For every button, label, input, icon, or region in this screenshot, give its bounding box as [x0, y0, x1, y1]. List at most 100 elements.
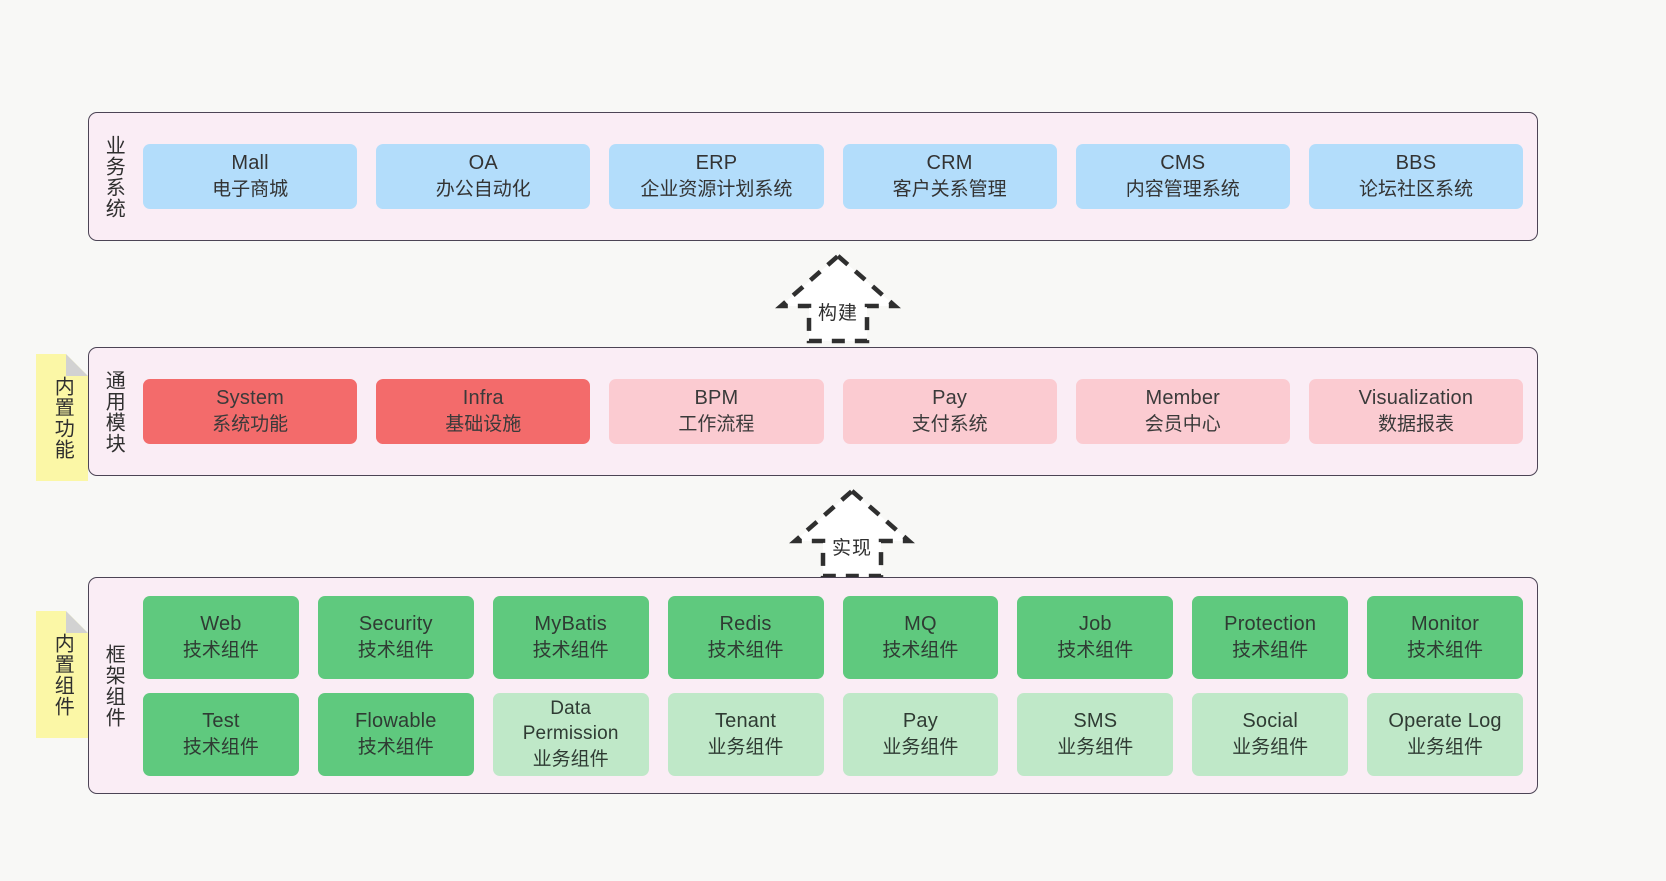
card-subtitle: 技术组件 [707, 639, 784, 661]
card-subtitle: 业务组件 [1232, 736, 1309, 758]
card-flowable[interactable]: Flowable 技术组件 [317, 692, 474, 776]
card-crm[interactable]: CRM 客户关系管理 [842, 144, 1057, 209]
card-subtitle: 内容管理系统 [1125, 179, 1240, 201]
card-subtitle: 业务组件 [707, 736, 784, 758]
card-web[interactable]: Web 技术组件 [143, 595, 299, 679]
note-label: 内置组件 [51, 632, 74, 717]
layer-body-common-modules: System 系统功能 Infra 基础设施 BPM 工作流程 Pay 支付系统… [137, 348, 1537, 475]
card-title: Flowable [354, 709, 437, 732]
card-title: System [216, 387, 285, 410]
card-row: Test 技术组件 Flowable 技术组件 Data Permission … [143, 692, 1523, 776]
card-subtitle: 技术组件 [532, 639, 609, 661]
card-test[interactable]: Test 技术组件 [143, 692, 299, 776]
card-row: Web 技术组件 Security 技术组件 MyBatis 技术组件 Redi… [143, 595, 1523, 679]
card-title: Visualization [1358, 387, 1474, 410]
card-subtitle: 电子商城 [212, 179, 289, 201]
card-security[interactable]: Security 技术组件 [317, 595, 474, 679]
card-mall[interactable]: Mall 电子商城 [143, 144, 358, 209]
layer-common-modules: 通用模块 System 系统功能 Infra 基础设施 BPM 工作流程 Pay… [88, 347, 1538, 476]
card-title: MyBatis [534, 612, 607, 635]
card-title: Pay [932, 387, 968, 410]
card-subtitle: 支付系统 [911, 414, 988, 436]
card-sms[interactable]: SMS 业务组件 [1017, 692, 1174, 776]
card-oa[interactable]: OA 办公自动化 [376, 144, 591, 209]
connector-arrow-build: 构建 [763, 252, 913, 345]
card-title: Protection [1224, 612, 1317, 635]
card-title: Job [1078, 612, 1112, 635]
card-subtitle: 办公自动化 [435, 179, 531, 201]
card-member[interactable]: Member 会员中心 [1075, 379, 1290, 444]
card-subtitle: 业务组件 [1407, 736, 1484, 758]
card-title: Infra [462, 387, 504, 410]
card-subtitle: 系统功能 [212, 414, 289, 436]
connector-label: 构建 [817, 303, 858, 324]
card-subtitle: 技术组件 [1407, 639, 1484, 661]
card-operate-log[interactable]: Operate Log 业务组件 [1367, 692, 1523, 776]
card-redis[interactable]: Redis 技术组件 [667, 595, 824, 679]
card-title: CRM [926, 152, 973, 175]
card-title: CMS [1160, 152, 1206, 175]
card-infra[interactable]: Infra 基础设施 [376, 379, 591, 444]
layer-body-framework-components: Web 技术组件 Security 技术组件 MyBatis 技术组件 Redi… [137, 578, 1537, 793]
card-subtitle: 技术组件 [882, 639, 959, 661]
layer-title-common-modules: 通用模块 [102, 369, 125, 454]
card-title: BBS [1395, 152, 1437, 175]
card-monitor[interactable]: Monitor 技术组件 [1367, 595, 1523, 679]
card-title: MQ [904, 612, 937, 635]
layer-business-systems: 业务系统 Mall 电子商城 OA 办公自动化 ERP 企业资源计划系统 CRM… [88, 112, 1538, 241]
card-subtitle: 论坛社区系统 [1358, 179, 1473, 201]
card-subtitle: 数据报表 [1377, 414, 1454, 436]
layer-framework-components: 框架组件 Web 技术组件 Security 技术组件 MyBatis 技术组件… [88, 577, 1538, 794]
card-title: Social [1242, 709, 1299, 732]
card-title: Operate Log [1388, 709, 1502, 732]
card-title: BPM [694, 387, 739, 410]
card-erp[interactable]: ERP 企业资源计划系统 [609, 144, 824, 209]
card-title-line2: Permission [522, 723, 619, 745]
note-fold-corner [66, 354, 88, 376]
card-subtitle: 技术组件 [182, 736, 259, 758]
card-tenant[interactable]: Tenant 业务组件 [667, 692, 824, 776]
card-title: Pay [902, 709, 938, 732]
note-fold-corner [66, 611, 88, 633]
card-title: Member [1145, 387, 1221, 410]
card-protection[interactable]: Protection 技术组件 [1192, 595, 1349, 679]
card-subtitle: 业务组件 [882, 736, 959, 758]
card-title: ERP [695, 152, 738, 175]
card-social[interactable]: Social 业务组件 [1192, 692, 1349, 776]
card-subtitle: 企业资源计划系统 [640, 179, 793, 201]
card-pay-business[interactable]: Pay 业务组件 [842, 692, 999, 776]
card-subtitle: 技术组件 [357, 736, 434, 758]
card-title: Mall [231, 152, 269, 175]
card-subtitle: 会员中心 [1144, 414, 1221, 436]
card-title: Data [550, 697, 592, 719]
card-mybatis[interactable]: MyBatis 技术组件 [492, 595, 649, 679]
note-builtin-components: 内置组件 [36, 611, 88, 738]
card-subtitle: 业务组件 [532, 748, 609, 770]
card-title: Monitor [1411, 612, 1480, 635]
card-mq[interactable]: MQ 技术组件 [842, 595, 999, 679]
card-subtitle: 基础设施 [445, 414, 522, 436]
card-cms[interactable]: CMS 内容管理系统 [1075, 144, 1290, 209]
card-data-permission[interactable]: Data Permission 业务组件 [492, 692, 649, 776]
card-row: System 系统功能 Infra 基础设施 BPM 工作流程 Pay 支付系统… [143, 379, 1524, 444]
card-title: OA [468, 152, 498, 175]
note-builtin-features: 内置功能 [36, 354, 88, 481]
card-pay[interactable]: Pay 支付系统 [842, 379, 1057, 444]
card-bpm[interactable]: BPM 工作流程 [609, 379, 824, 444]
card-job[interactable]: Job 技术组件 [1017, 595, 1174, 679]
card-bbs[interactable]: BBS 论坛社区系统 [1308, 144, 1524, 209]
layer-body-business-systems: Mall 电子商城 OA 办公自动化 ERP 企业资源计划系统 CRM 客户关系… [137, 113, 1537, 240]
card-subtitle: 工作流程 [678, 414, 755, 436]
block-arrow-icon [789, 488, 915, 579]
layer-title-framework-components: 框架组件 [102, 643, 125, 728]
card-subtitle: 技术组件 [1057, 639, 1134, 661]
connector-arrow-implement: 实现 [777, 487, 927, 580]
card-subtitle: 业务组件 [1057, 736, 1134, 758]
card-title: Security [358, 612, 433, 635]
card-title: Redis [719, 612, 772, 635]
card-subtitle: 技术组件 [1232, 639, 1309, 661]
card-subtitle: 客户关系管理 [892, 179, 1007, 201]
card-system[interactable]: System 系统功能 [143, 379, 358, 444]
card-visualization[interactable]: Visualization 数据报表 [1308, 379, 1524, 444]
